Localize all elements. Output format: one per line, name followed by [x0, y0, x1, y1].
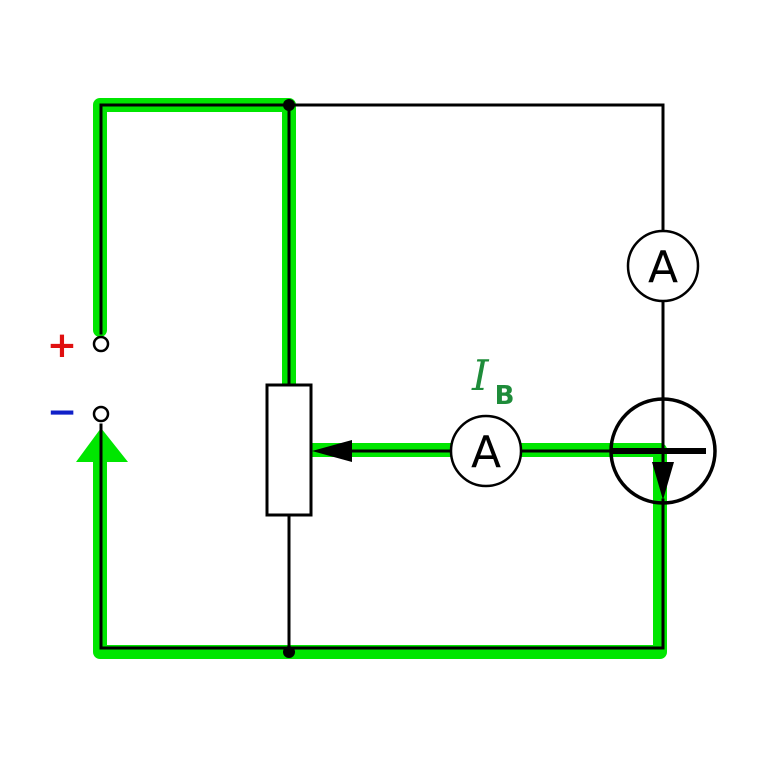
plus-sign: + — [47, 325, 77, 366]
base-current-symbol: I — [471, 351, 490, 400]
wire-bottom — [99, 423, 665, 650]
current-path-highlight — [76, 98, 667, 659]
highlight-upper-path — [93, 98, 667, 659]
terminal-plus — [92, 335, 110, 353]
ammeter-top-label: A — [648, 242, 678, 293]
wire-plus-to-top — [99, 103, 665, 335]
terminal-minus — [92, 405, 110, 423]
ammeter-base: A — [449, 414, 523, 488]
base-current-subscript: B — [495, 381, 515, 411]
junction-dot-top — [283, 99, 295, 111]
junction-dot-bottom — [283, 646, 295, 658]
potentiometer-wiper-arrow — [312, 440, 352, 462]
ammeter-base-label: A — [471, 427, 501, 478]
base-current-label: I B — [471, 351, 514, 411]
transistor-emitter-arrow — [652, 462, 674, 500]
transistor-symbol — [609, 397, 717, 505]
ammeter-top: A — [626, 229, 700, 303]
minus-sign: − — [47, 392, 77, 433]
wires — [99, 103, 665, 654]
potentiometer-body — [265, 383, 313, 517]
